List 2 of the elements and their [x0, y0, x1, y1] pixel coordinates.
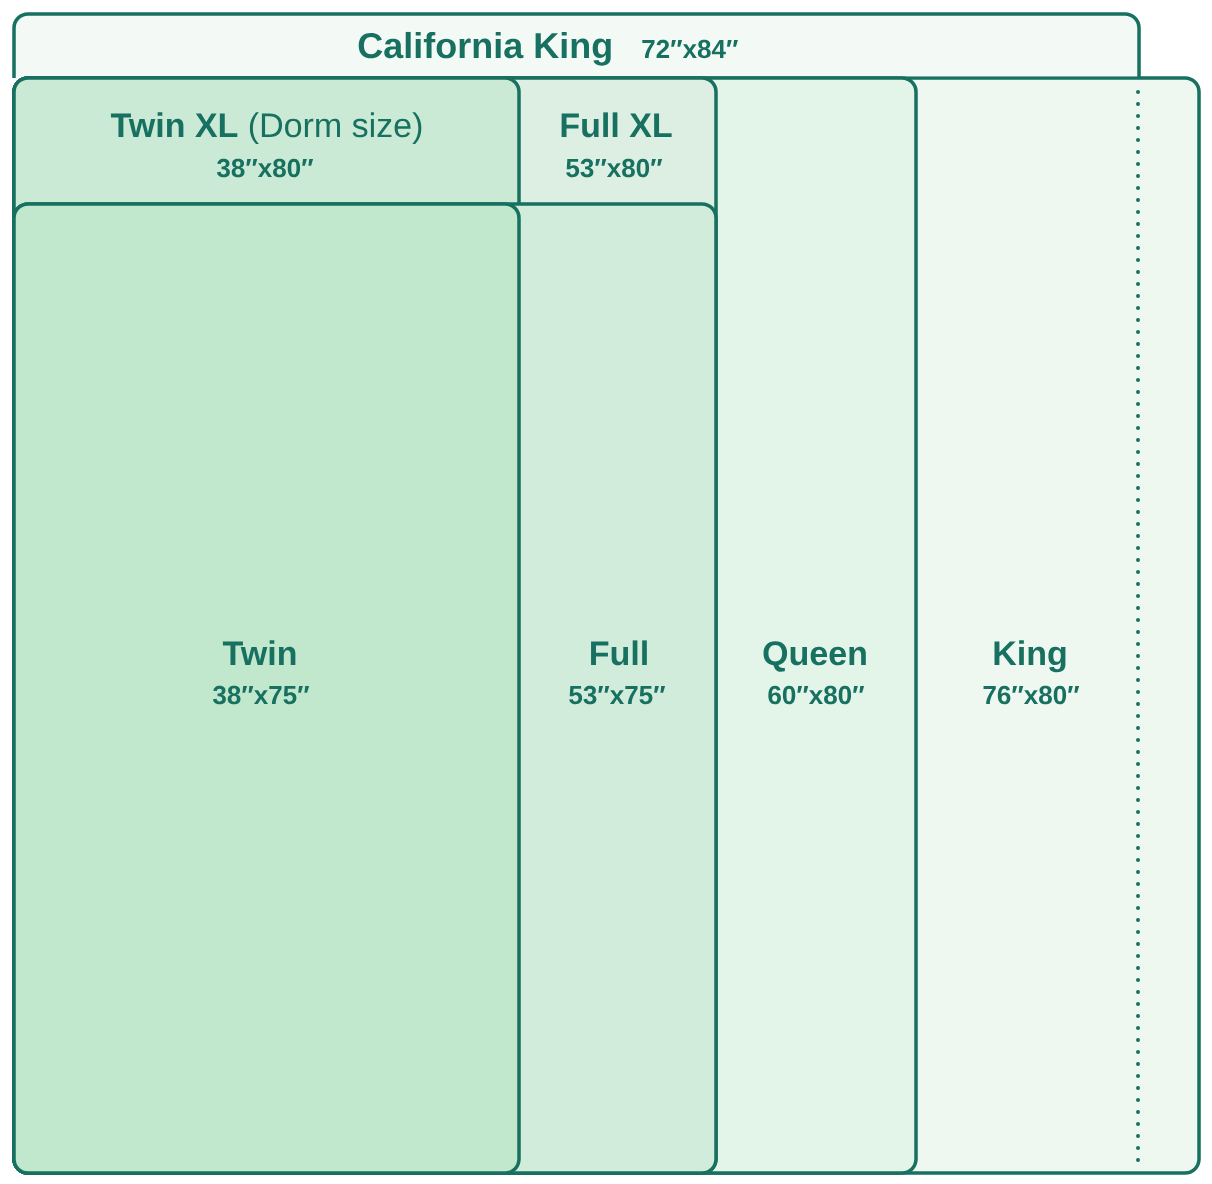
mattress-outline: Twin 38″x75″	[12, 202, 521, 1175]
mattress-outline: California King 72″x84″	[12, 12, 1141, 78]
